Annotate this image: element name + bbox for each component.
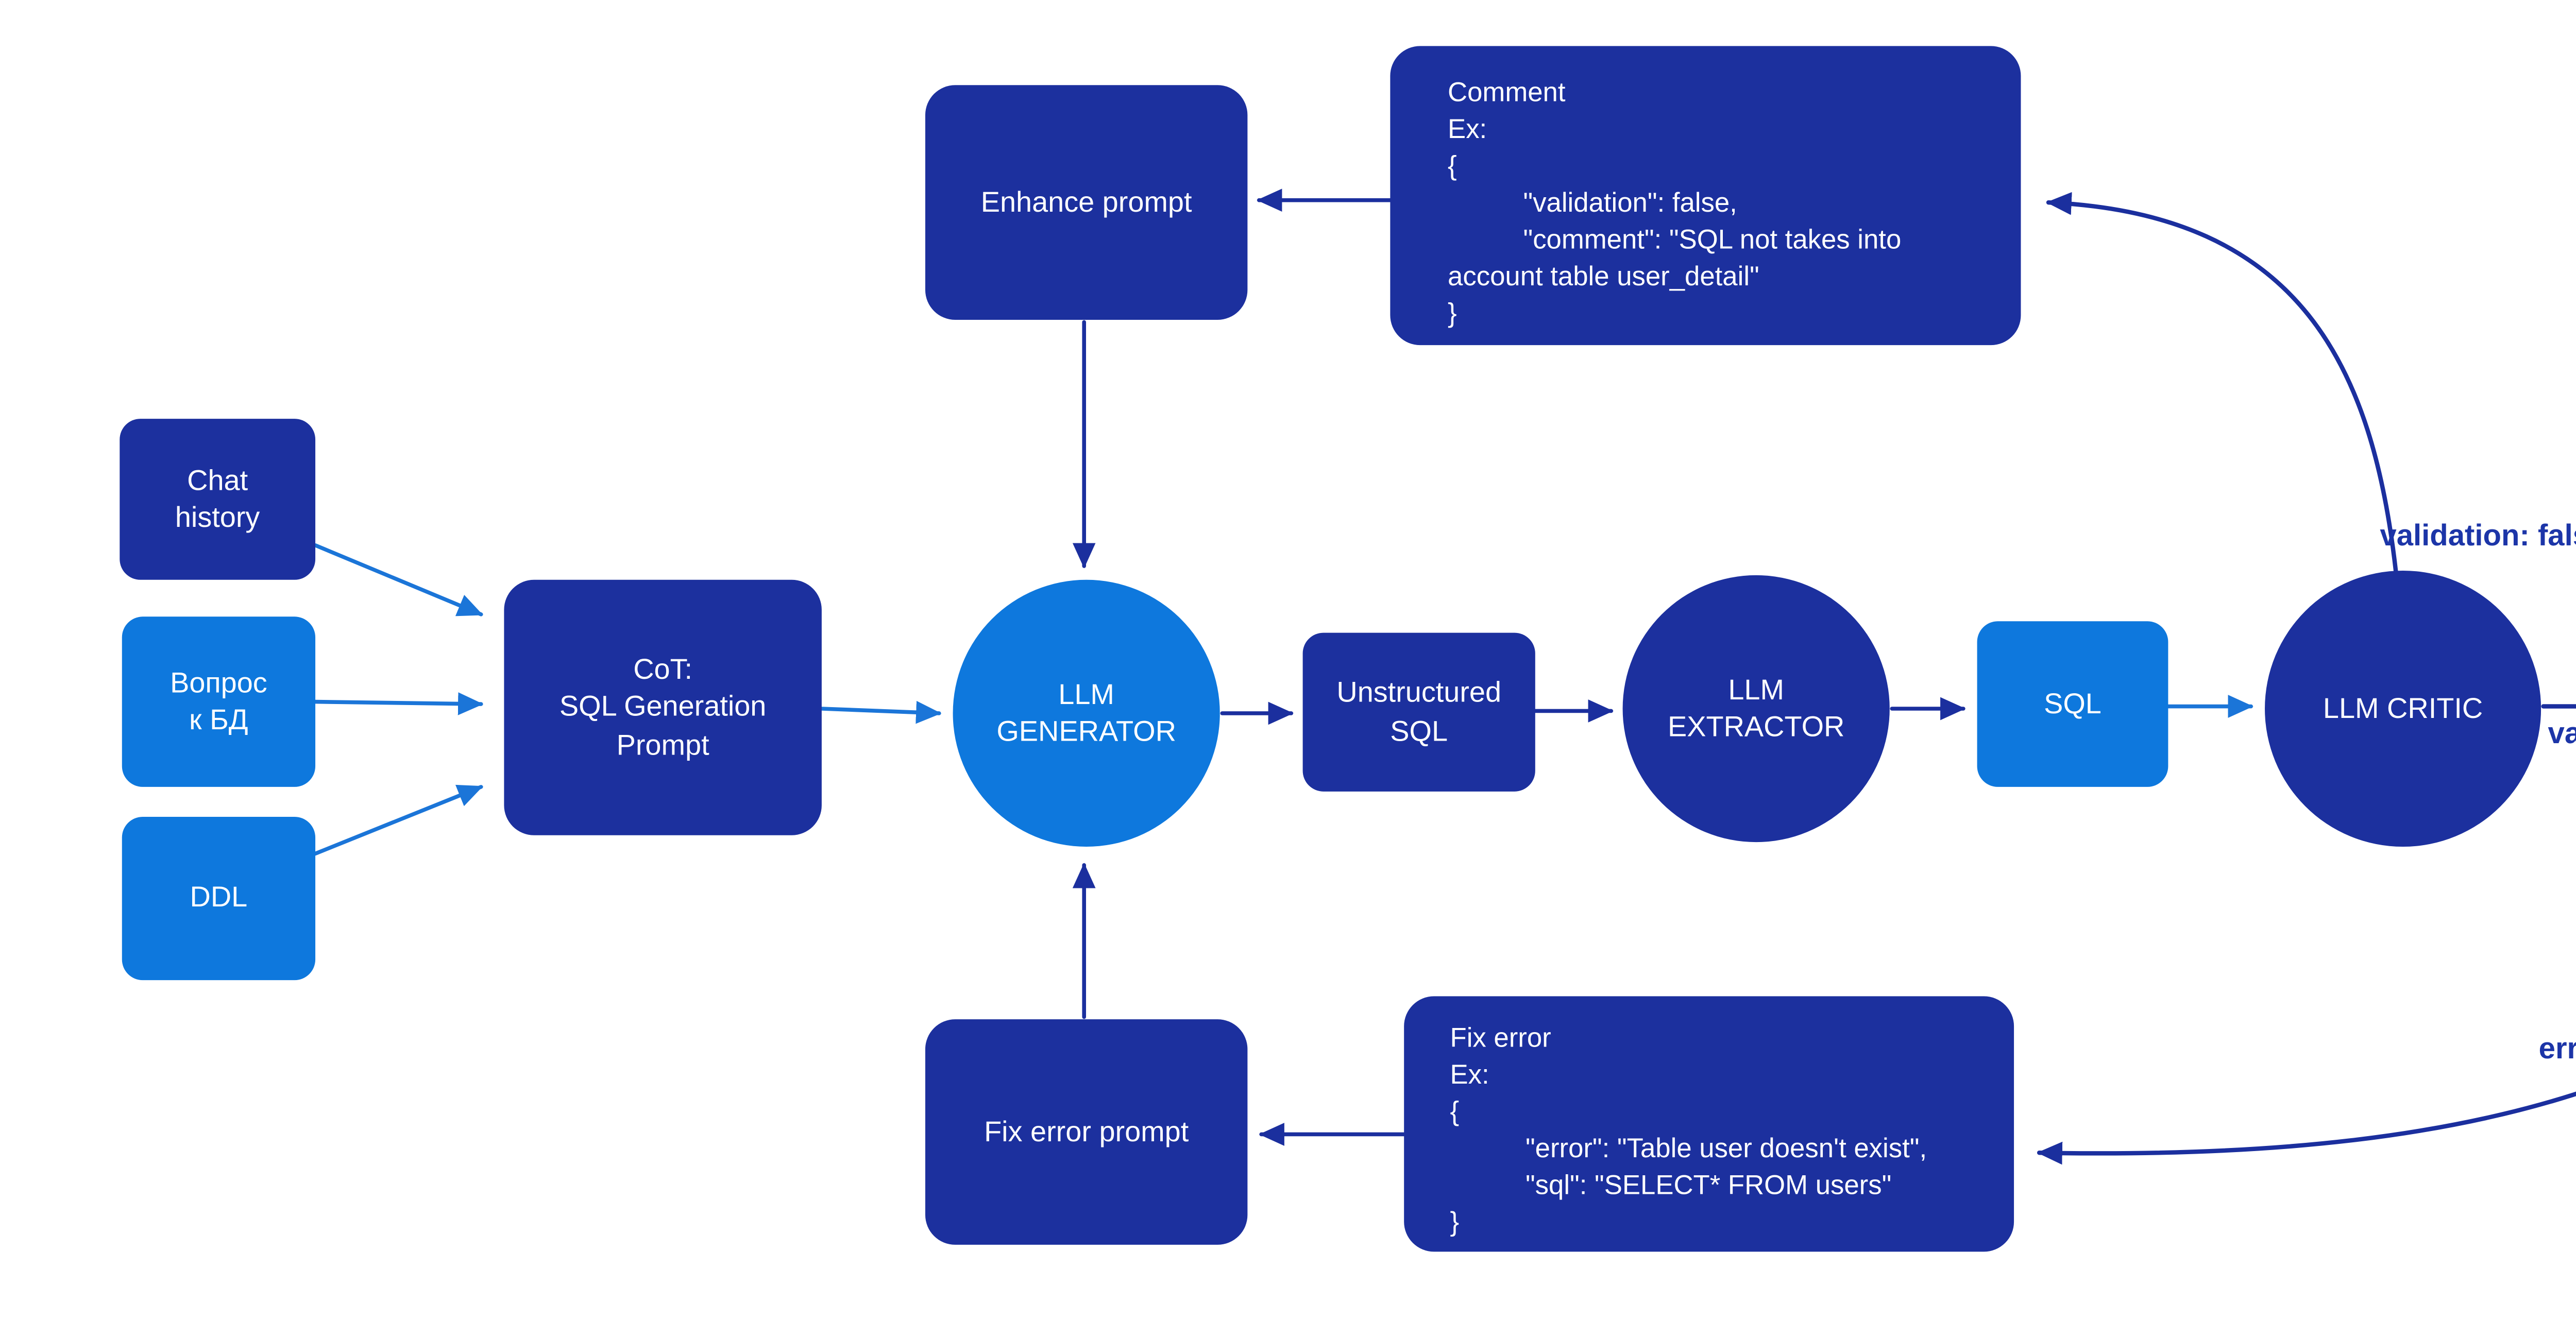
llm-extractor-label: LLM EXTRACTOR (1667, 673, 1845, 744)
edge-critic-to-comment (2046, 192, 2398, 575)
edge-label-error: error (2538, 1031, 2576, 1066)
node-unstructured-sql: Unstructured SQL (1302, 632, 1535, 792)
ddl-label: DDL (190, 882, 248, 914)
node-llm-generator: LLM GENERATOR (953, 579, 1220, 847)
fix-error-prompt-label: Fix error prompt (984, 1115, 1189, 1148)
node-chat-history: Chat history (120, 419, 316, 580)
enhance-prompt-label: Enhance prompt (980, 185, 1192, 218)
fix-error-example-text: Fix error Ex: { "error": "Table user doe… (1450, 1021, 1927, 1238)
edge-question-db-to-cot (313, 692, 484, 715)
edge-executor-to-fix-error (2037, 1091, 2576, 1165)
node-comment-example: Comment Ex: { "validation": false, "comm… (1390, 46, 2021, 346)
node-fix-error-prompt: Fix error prompt (925, 1019, 1248, 1245)
node-ddl: DDL (122, 816, 316, 981)
llm-critic-label: LLM CRITIC (2323, 692, 2483, 725)
node-llm-critic: LLM CRITIC (2265, 570, 2541, 847)
cot-prompt-label: CoT: SQL Generation Prompt (559, 653, 767, 761)
node-sql: SQL (1977, 621, 2168, 787)
edge-cot-to-generator (820, 700, 942, 724)
edge-label-validation-true: validation: true (2548, 715, 2576, 750)
node-fix-error-example: Fix error Ex: { "error": "Table user doe… (1404, 996, 2014, 1252)
question-db-label: Вопрос к БД (170, 666, 267, 736)
chat-history-label: Chat history (175, 464, 260, 534)
node-llm-extractor: LLM EXTRACTOR (1622, 575, 1890, 843)
node-cot-prompt: CoT: SQL Generation Prompt (504, 579, 822, 835)
edge-label-validation-false: validation: false (2380, 518, 2576, 553)
node-question-db: Вопрос к БД (122, 616, 316, 787)
sql-label: SQL (2044, 687, 2102, 720)
node-enhance-prompt: Enhance prompt (925, 85, 1248, 320)
unstructured-sql-label: Unstructured SQL (1336, 676, 1502, 747)
edge-chat-history-to-cot (313, 543, 483, 616)
llm-generator-label: LLM GENERATOR (996, 677, 1176, 748)
edge-ddl-to-cot (313, 784, 483, 856)
comment-example-text: Comment Ex: { "validation": false, "comm… (1448, 76, 1902, 329)
